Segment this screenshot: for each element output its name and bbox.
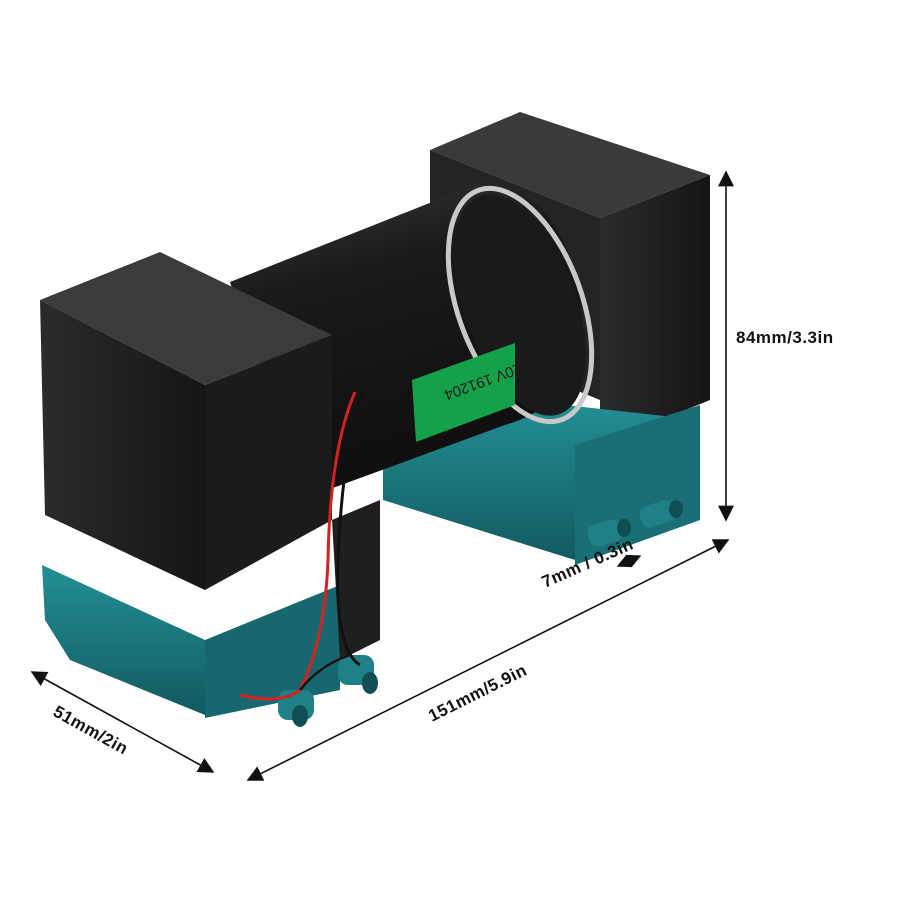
length-arrow xyxy=(246,539,730,781)
depth-arrow xyxy=(30,671,215,773)
depth-label: 51mm/2in xyxy=(50,702,131,759)
height-label: 84mm/3.3in xyxy=(736,328,834,347)
length-label: 151mm/5.9in xyxy=(425,660,530,725)
nozzle-arrow xyxy=(616,554,642,568)
